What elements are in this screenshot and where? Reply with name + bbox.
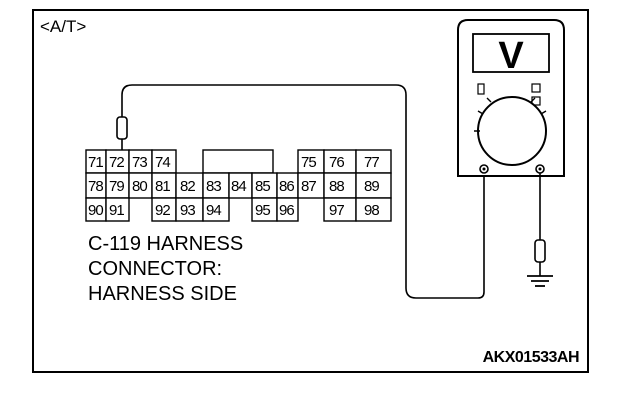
meter-display	[472, 33, 550, 73]
probe-positive	[116, 116, 128, 140]
connector-caption-line-2: CONNECTOR:	[88, 258, 222, 280]
figure-code: AKX01533AH	[483, 349, 579, 366]
pin-86: 86	[279, 178, 294, 195]
meter-dial-ticks	[474, 97, 547, 132]
pin-96: 96	[279, 202, 294, 219]
probe-negative	[534, 239, 546, 263]
pin-93: 93	[180, 202, 195, 219]
pin-73: 73	[132, 154, 147, 171]
test-lead-positive	[121, 84, 485, 299]
pin-92: 92	[155, 202, 170, 219]
corner-label: <A/T>	[40, 17, 86, 36]
meter-switch-right-top	[531, 83, 541, 93]
pin-81: 81	[155, 178, 170, 195]
pin-90: 90	[88, 202, 103, 219]
pin-85: 85	[255, 178, 270, 195]
pin-80: 80	[132, 178, 147, 195]
pin-97: 97	[329, 202, 344, 219]
pin-74: 74	[155, 154, 170, 171]
pin-87: 87	[301, 178, 316, 195]
pin-78: 78	[88, 178, 103, 195]
pin-84: 84	[231, 178, 246, 195]
pin-83: 83	[206, 178, 221, 195]
pin-95: 95	[255, 202, 270, 219]
connector-caption-line-1: C-119 HARNESS	[88, 233, 243, 255]
meter-dial	[477, 96, 547, 166]
pin-72: 72	[109, 154, 124, 171]
meter-switch-left	[477, 83, 485, 95]
voltmeter: V	[457, 19, 565, 177]
pin-77: 77	[364, 154, 379, 171]
pin-91: 91	[109, 202, 124, 219]
meter-voltage-symbol: V	[498, 35, 524, 77]
ground-icon	[527, 275, 553, 287]
pin-79: 79	[109, 178, 124, 195]
pin-76: 76	[329, 154, 344, 171]
pin-75: 75	[301, 154, 316, 171]
pin-98: 98	[364, 202, 379, 219]
connector-caption-line-3: HARNESS SIDE	[88, 283, 237, 305]
diagram-frame	[32, 9, 589, 373]
pin-71: 71	[88, 154, 103, 171]
pin-88: 88	[329, 178, 344, 195]
pin-89: 89	[364, 178, 379, 195]
pin-94: 94	[206, 202, 221, 219]
pin-82: 82	[180, 178, 195, 195]
harness-connector	[85, 149, 392, 222]
